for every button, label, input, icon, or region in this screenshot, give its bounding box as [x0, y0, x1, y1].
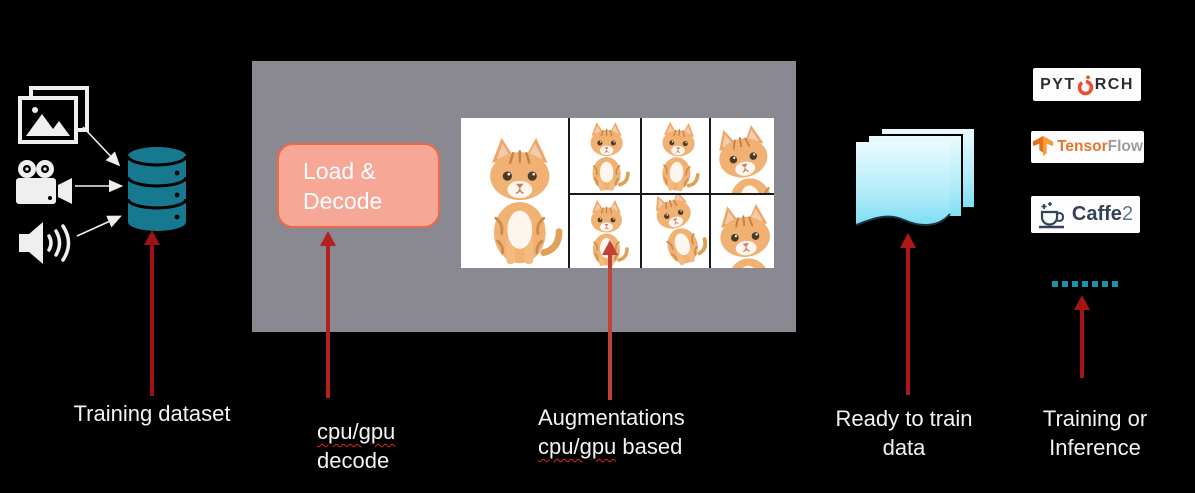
load-decode-line1: Load &: [303, 158, 376, 184]
augmented-cat-image: [711, 118, 774, 193]
augmented-cat-image: [570, 118, 638, 193]
inference-label-line1: Training or: [1042, 406, 1148, 431]
video-camera-icon: [16, 160, 72, 204]
dotted-line-square: [1082, 281, 1088, 287]
audio-speaker-icon: [19, 222, 71, 264]
caffe2-text-2: 2: [1121, 203, 1134, 225]
pytorch-text-suffix: RCH: [1094, 75, 1134, 93]
source-connector-arrows: [75, 126, 124, 237]
original-cat-image: [461, 118, 568, 268]
dotted-line-square: [1092, 281, 1098, 287]
augmentations-label-underlined: cpu/gpu: [538, 434, 617, 459]
pytorch-text-prefix: PYT: [1040, 75, 1076, 93]
arrow-ready-to-train: [899, 233, 917, 395]
arrow-augmentations: [601, 240, 619, 400]
tensorflow-text-tensor: Tensor: [1057, 138, 1108, 155]
arrow-training-dataset: [143, 230, 161, 396]
dotted-line-square: [1102, 281, 1108, 287]
inference-label-line2: Inference: [1049, 435, 1141, 460]
images-icon: [18, 86, 89, 144]
training-or-inference-label: Training or Inference: [1028, 404, 1162, 462]
pytorch-logo: PYT RCH: [1033, 68, 1141, 101]
dotted-line-square: [1052, 281, 1058, 287]
database-icon: [126, 147, 188, 231]
paper-stack-icon: [855, 128, 976, 226]
ready-label-line1: Ready to train: [835, 406, 973, 431]
augmentations-label-rest: based: [616, 434, 683, 459]
augmented-cat-image: [642, 195, 707, 268]
arrow-training-inference: [1073, 295, 1091, 378]
cpu-gpu-decode-label: cpu/gpu decode: [317, 417, 395, 475]
arrow-cpu-gpu-decode: [319, 231, 337, 398]
ready-to-train-label: Ready to train data: [828, 404, 980, 462]
dotted-line: [1052, 281, 1118, 287]
augmentations-label-line1: Augmentations: [538, 405, 685, 430]
decode-label-line2: decode: [317, 448, 390, 473]
ready-label-line2: data: [882, 435, 926, 460]
load-decode-line2: Decode: [303, 188, 383, 214]
dotted-line-square: [1112, 281, 1118, 287]
tensorflow-tf-icon: [1032, 136, 1054, 157]
augmented-cat-image: [642, 118, 707, 193]
load-decode-box: Load & Decode: [277, 143, 440, 228]
training-dataset-label: Training dataset: [73, 401, 231, 426]
tensorflow-text-flow: Flow: [1107, 138, 1143, 155]
dotted-line-square: [1062, 281, 1068, 287]
augmentations-label: Augmentations cpu/gpu based: [538, 403, 685, 461]
decode-label-line1: cpu/gpu: [317, 419, 396, 444]
augmented-cat-image: [711, 195, 774, 268]
caffe2-text-caffe: Caffe: [1071, 203, 1122, 225]
tensorflow-logo: TensorFlow: [1031, 131, 1144, 163]
dotted-line-square: [1072, 281, 1078, 287]
caffe2-cup-icon: [1038, 201, 1064, 228]
pytorch-flame-icon: [1077, 73, 1093, 95]
caffe2-logo: Caffe2: [1031, 196, 1140, 233]
